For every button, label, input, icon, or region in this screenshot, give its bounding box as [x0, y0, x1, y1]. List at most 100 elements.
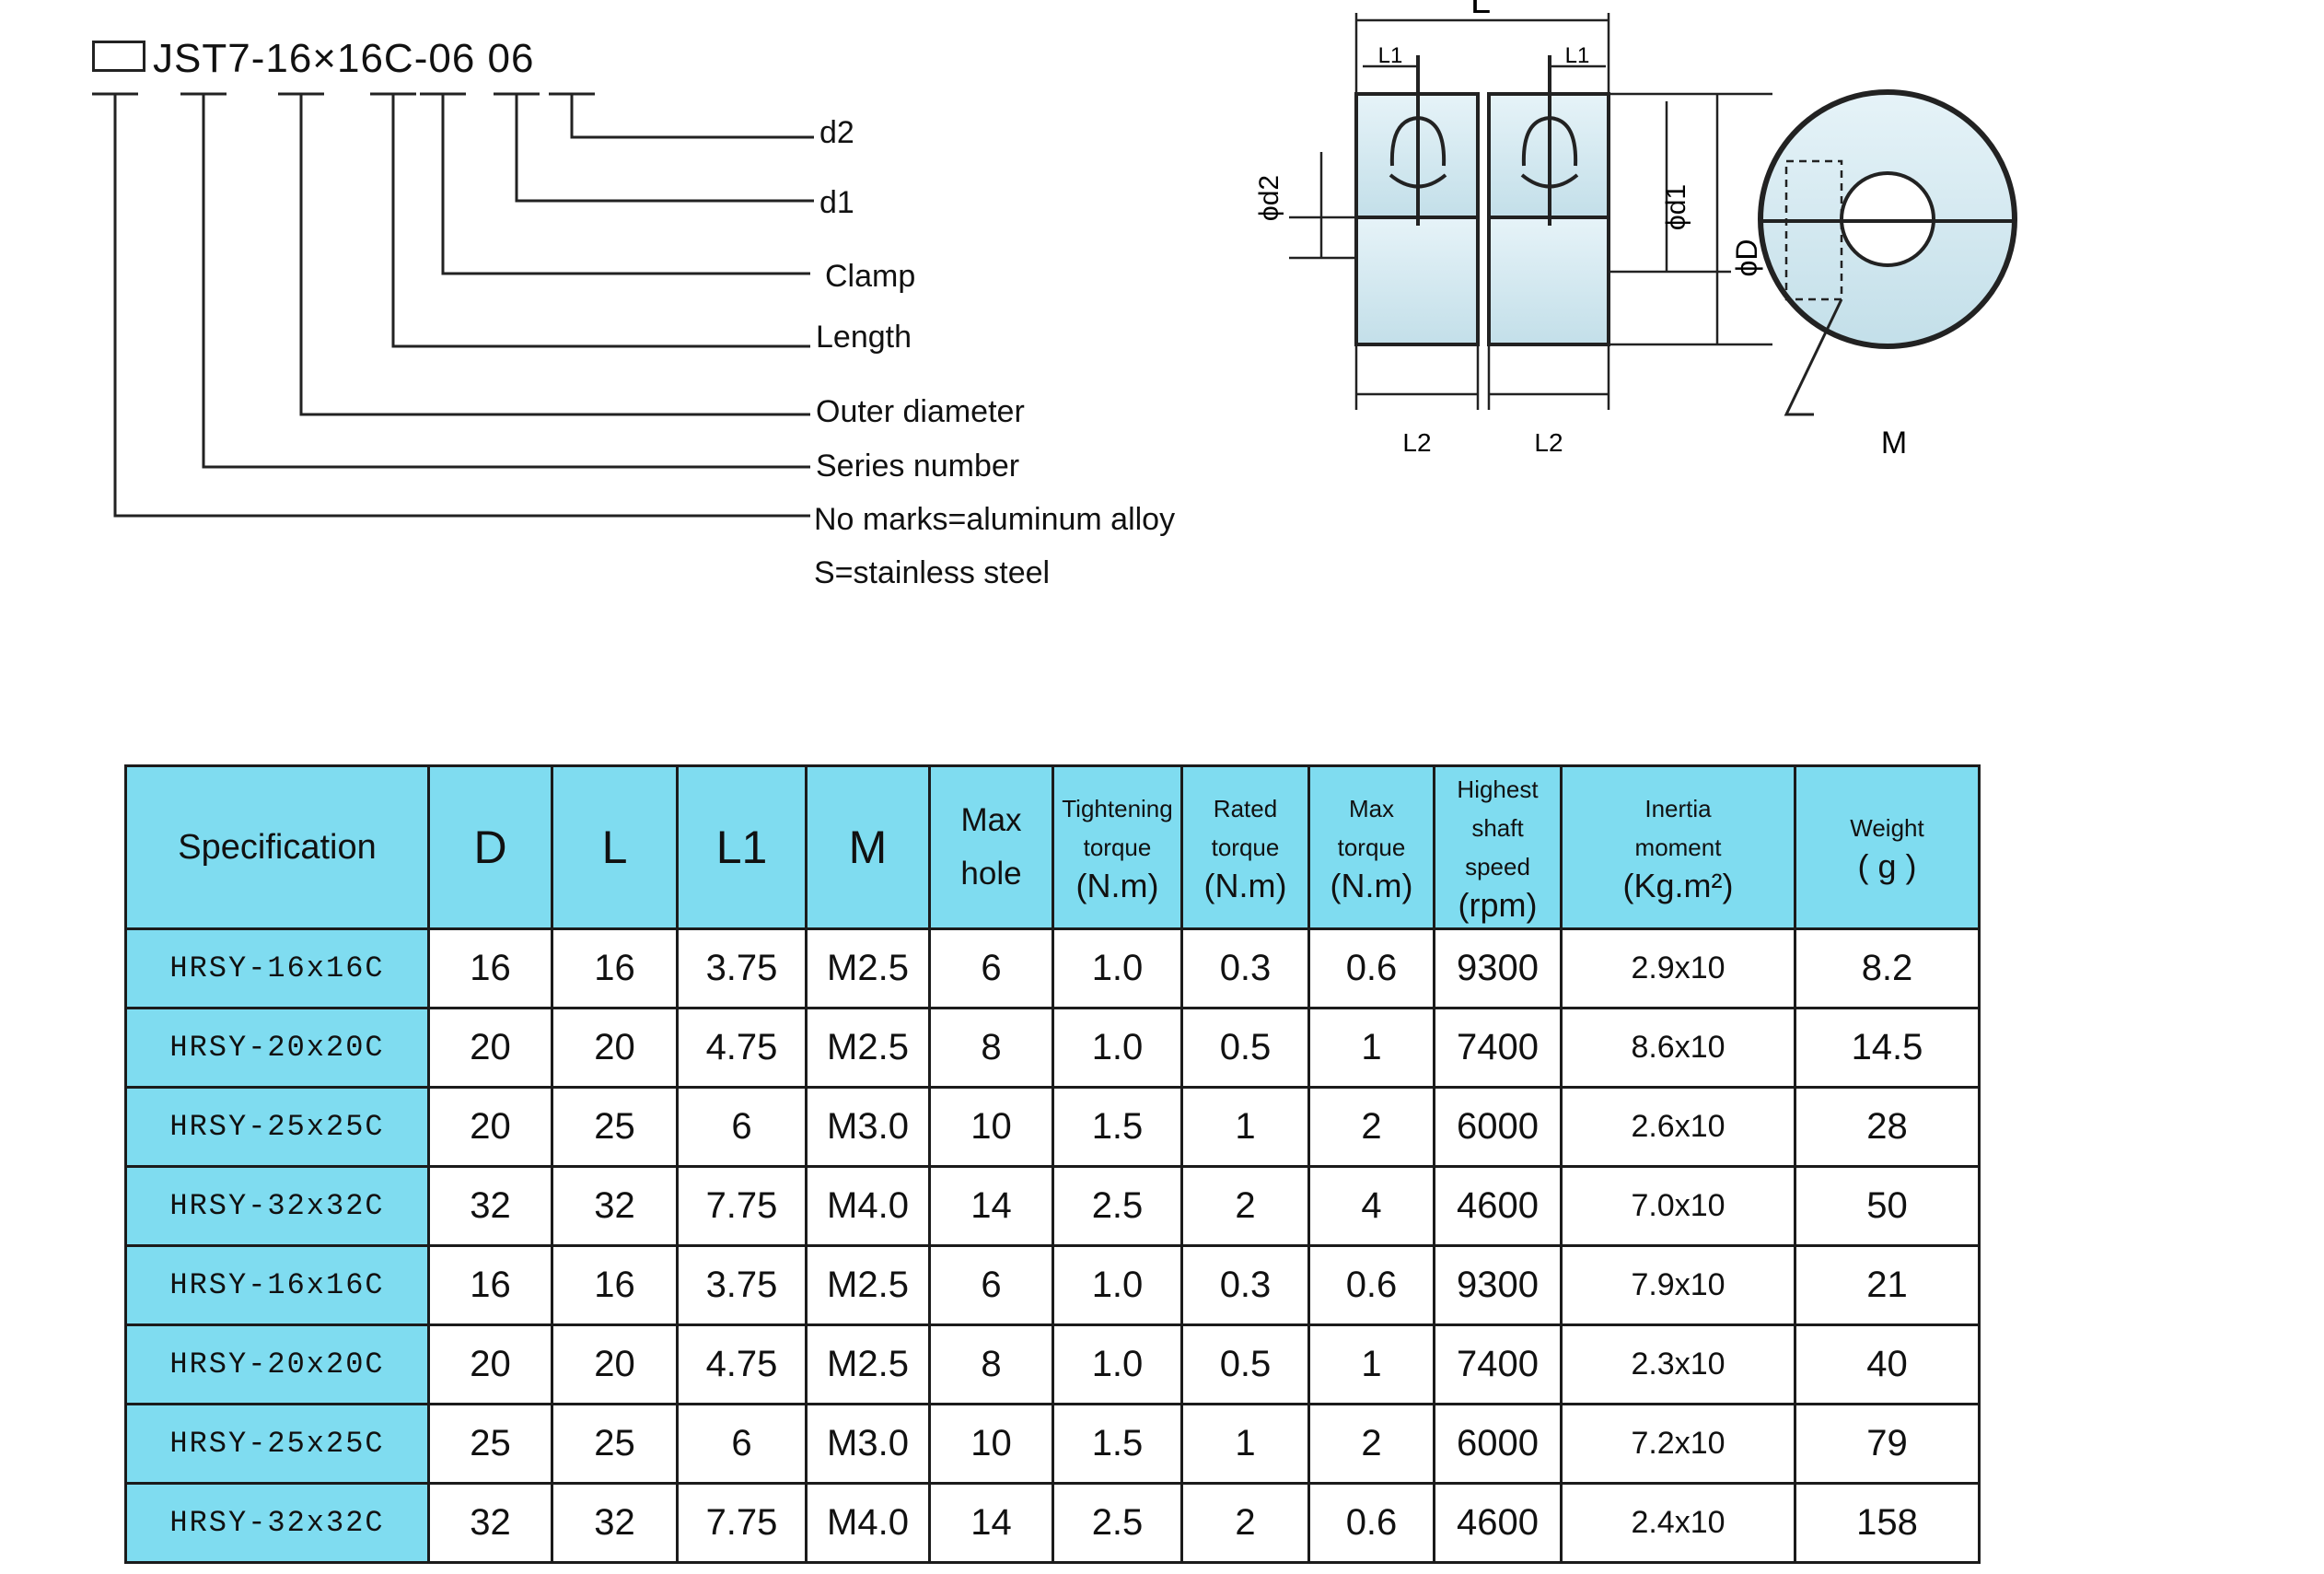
dim-phi-d2: ϕd2: [1254, 175, 1284, 221]
cell-M: M2.5: [805, 1007, 931, 1089]
cell-max-torque: 0.6: [1307, 1244, 1435, 1326]
legend-length: Length: [816, 320, 912, 355]
cell-tightening: 1.0: [1052, 927, 1183, 1009]
cell-inertia: 8.6x10: [1560, 1007, 1796, 1089]
cell-max-torque: 2: [1307, 1403, 1435, 1485]
table-header-row: Specification D L L1 M Max hole Tighteni…: [124, 764, 1981, 930]
cell-rated: 2: [1180, 1482, 1310, 1564]
cell-L1: 6: [676, 1086, 808, 1168]
cell-L1: 3.75: [676, 1244, 808, 1326]
cell-D: 20: [427, 1007, 553, 1089]
cell-L1: 7.75: [676, 1482, 808, 1564]
cell-inertia: 2.3x10: [1560, 1323, 1796, 1405]
cell-weight: 21: [1794, 1244, 1981, 1326]
cell-D: 25: [427, 1403, 553, 1485]
table-row: HRSY-32x32C 32 32 7.75 M4.0 14 2.5 2 4 4…: [124, 1165, 1981, 1247]
coupling-drawing: L L1 L1 L2 L2 ϕd2 ϕd1 ϕD M: [1254, 0, 2017, 461]
cell-speed: 7400: [1433, 1323, 1563, 1405]
cell-max-torque: 0.6: [1307, 1482, 1435, 1564]
cell-weight: 40: [1794, 1323, 1981, 1405]
legend-clamp: Clamp: [825, 259, 916, 294]
cell-rated: 0.3: [1180, 927, 1310, 1009]
cell-max-hole: 10: [928, 1403, 1054, 1485]
cell-rated: 0.3: [1180, 1244, 1310, 1326]
cell-D: 32: [427, 1165, 553, 1247]
cell-max-hole: 6: [928, 1244, 1054, 1326]
table-row: HRSY-20x20C 20 20 4.75 M2.5 8 1.0 0.5 1 …: [124, 1007, 1981, 1089]
cell-D: 16: [427, 927, 553, 1009]
dim-phi-D: ϕD: [1730, 239, 1763, 276]
cell-max-hole: 14: [928, 1482, 1054, 1564]
cell-L1: 6: [676, 1403, 808, 1485]
header-M: M: [805, 764, 931, 930]
cell-D: 20: [427, 1323, 553, 1405]
cell-D: 32: [427, 1482, 553, 1564]
cell-L1: 3.75: [676, 927, 808, 1009]
dim-L2-right: L2: [1534, 428, 1563, 457]
cell-max-hole: 8: [928, 1007, 1054, 1089]
cell-M: M2.5: [805, 1244, 931, 1326]
cell-M: M2.5: [805, 927, 931, 1009]
header-tightening-torque: Tightening torque (N.m): [1052, 764, 1183, 930]
cell-L1: 7.75: [676, 1165, 808, 1247]
cell-rated: 1: [1180, 1086, 1310, 1168]
cell-L: 20: [551, 1323, 679, 1405]
cell-weight: 79: [1794, 1403, 1981, 1485]
cell-speed: 4600: [1433, 1165, 1563, 1247]
cell-speed: 6000: [1433, 1403, 1563, 1485]
dim-L1-right: L1: [1565, 43, 1590, 68]
dim-L2-left: L2: [1402, 428, 1431, 457]
dim-M: M: [1881, 426, 1907, 461]
model-code: JST7-16×16C-06 06: [153, 36, 535, 81]
cell-rated: 2: [1180, 1165, 1310, 1247]
cell-spec: HRSY-20x20C: [124, 1323, 430, 1405]
cell-L1: 4.75: [676, 1007, 808, 1089]
cell-max-hole: 10: [928, 1086, 1054, 1168]
cell-max-hole: 6: [928, 927, 1054, 1009]
cell-tightening: 2.5: [1052, 1165, 1183, 1247]
cell-weight: 14.5: [1794, 1007, 1981, 1089]
cell-max-torque: 2: [1307, 1086, 1435, 1168]
legend-d1: d1: [819, 185, 854, 220]
cell-L: 25: [551, 1403, 679, 1485]
cell-spec: HRSY-25x25C: [124, 1403, 430, 1485]
cell-inertia: 2.9x10: [1560, 927, 1796, 1009]
cell-tightening: 1.0: [1052, 1323, 1183, 1405]
specification-table: Specification D L L1 M Max hole Tighteni…: [124, 764, 1981, 1564]
cell-D: 16: [427, 1244, 553, 1326]
cell-speed: 7400: [1433, 1007, 1563, 1089]
cell-rated: 0.5: [1180, 1323, 1310, 1405]
code-legend-lines: [92, 92, 814, 518]
cell-M: M3.0: [805, 1403, 931, 1485]
cell-L: 16: [551, 1244, 679, 1326]
cell-speed: 9300: [1433, 1244, 1563, 1326]
cell-tightening: 1.0: [1052, 1007, 1183, 1089]
cell-L: 20: [551, 1007, 679, 1089]
cell-M: M2.5: [805, 1323, 931, 1405]
table-row: HRSY-20x20C 20 20 4.75 M2.5 8 1.0 0.5 1 …: [124, 1323, 1981, 1405]
cell-weight: 8.2: [1794, 927, 1981, 1009]
cell-D: 20: [427, 1086, 553, 1168]
cell-L1: 4.75: [676, 1323, 808, 1405]
header-rated-torque: Rated torque (N.m): [1180, 764, 1310, 930]
table-row: HRSY-25x25C 20 25 6 M3.0 10 1.5 1 2 6000…: [124, 1086, 1981, 1168]
cell-L: 25: [551, 1086, 679, 1168]
cell-speed: 9300: [1433, 927, 1563, 1009]
header-highest-speed: Highest shaft speed (rpm): [1433, 764, 1563, 930]
cell-speed: 4600: [1433, 1482, 1563, 1564]
table-row: HRSY-16x16C 16 16 3.75 M2.5 6 1.0 0.3 0.…: [124, 1244, 1981, 1326]
cell-spec: HRSY-20x20C: [124, 1007, 430, 1089]
header-inertia-moment: Inertia moment (Kg.m²): [1560, 764, 1796, 930]
cell-inertia: 2.6x10: [1560, 1086, 1796, 1168]
legend-material-aluminum: No marks=aluminum alloy: [814, 502, 1176, 537]
cell-max-torque: 0.6: [1307, 927, 1435, 1009]
cell-tightening: 1.5: [1052, 1086, 1183, 1168]
cell-spec: HRSY-25x25C: [124, 1086, 430, 1168]
cell-inertia: 7.2x10: [1560, 1403, 1796, 1485]
cell-tightening: 1.5: [1052, 1403, 1183, 1485]
code-prefix-box: [92, 41, 145, 72]
legend-series-number: Series number: [816, 449, 1020, 484]
cell-weight: 50: [1794, 1165, 1981, 1247]
header-max-hole: Max hole: [928, 764, 1054, 930]
cell-spec: HRSY-16x16C: [124, 1244, 430, 1326]
